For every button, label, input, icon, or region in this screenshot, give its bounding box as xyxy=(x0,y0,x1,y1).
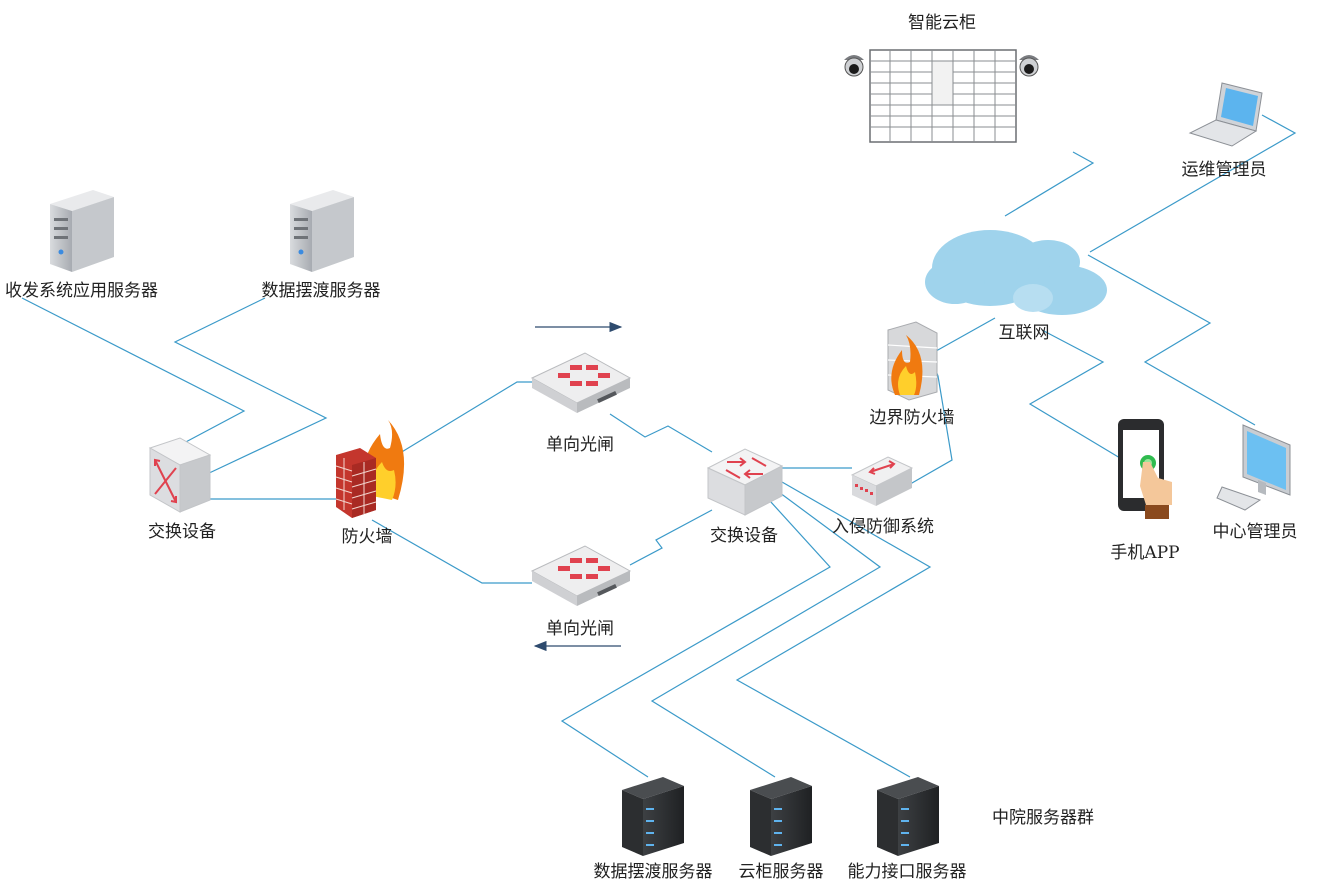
link-switch-to-cabinet-server xyxy=(650,486,882,778)
ferry-server-top-label: 数据摆渡服务器 xyxy=(261,281,381,301)
link-firewall-to-gate-top xyxy=(371,381,532,471)
one-way-gate-icon xyxy=(530,545,632,606)
desktop-monitor-icon xyxy=(1216,424,1291,511)
camera-icon xyxy=(1019,55,1039,77)
link-switch-to-api-server xyxy=(735,481,932,778)
switch-icon xyxy=(148,437,212,513)
link-gate-top-to-switch xyxy=(609,413,713,453)
mobile-phone-icon xyxy=(1118,419,1172,519)
rack-server-icon xyxy=(622,777,684,856)
tower-server-icon xyxy=(290,190,354,272)
center-admin-label: 中心管理员 xyxy=(1212,522,1298,542)
smart-cabinet-icon xyxy=(869,49,1017,143)
rack-server-icon xyxy=(877,777,939,856)
recv-send-server-label: 收发系统应用服务器 xyxy=(5,281,158,301)
switch-icon xyxy=(706,448,784,516)
one-way-gate-top-label: 单向光闸 xyxy=(546,435,614,455)
link-internet-to-mobile xyxy=(1028,329,1121,459)
link-internet-to-ops-admin xyxy=(1089,114,1297,253)
firewall-icon xyxy=(335,420,405,518)
link-gate-bottom-to-switch xyxy=(629,509,713,566)
intrusion-prevention-icon xyxy=(850,456,914,506)
connection-links xyxy=(21,114,1297,778)
switch-right-label: 交换设备 xyxy=(710,526,778,546)
border-firewall-icon xyxy=(887,321,938,401)
link-recv-server-to-switch xyxy=(21,297,246,445)
link-switch-to-ferry-server-bottom xyxy=(560,489,831,778)
border-firewall-label: 边界防火墙 xyxy=(869,408,955,428)
rack-server-icon xyxy=(750,777,812,856)
switch-left-label: 交换设备 xyxy=(148,522,216,542)
api-server-label: 能力接口服务器 xyxy=(847,862,967,882)
link-internet-to-center-admin xyxy=(1087,254,1256,426)
tower-server-icon xyxy=(50,190,114,272)
court-server-group-label: 中院服务器群 xyxy=(992,808,1094,828)
mobile-app-label: 手机APP xyxy=(1110,543,1180,563)
ferry-server-bottom-label: 数据摆渡服务器 xyxy=(593,862,713,882)
camera-icon xyxy=(844,55,864,77)
link-ferry-server-to-switch xyxy=(173,297,328,476)
cabinet-server-label: 云柜服务器 xyxy=(738,862,824,882)
ops-admin-label: 运维管理员 xyxy=(1181,160,1267,180)
intrusion-prevention-label: 入侵防御系统 xyxy=(832,517,934,537)
link-internet-to-cabinet xyxy=(1004,151,1095,217)
link-firewall-to-gate-bottom xyxy=(371,519,532,584)
cloud-icon xyxy=(925,230,1107,315)
laptop-icon xyxy=(1188,82,1263,147)
one-way-gate-bottom-label: 单向光闸 xyxy=(546,619,614,639)
one-way-gate-icon xyxy=(530,352,632,413)
smart-cabinet-label: 智能云柜 xyxy=(908,13,976,33)
internet-label: 互联网 xyxy=(998,323,1050,343)
firewall-label: 防火墙 xyxy=(341,527,393,547)
